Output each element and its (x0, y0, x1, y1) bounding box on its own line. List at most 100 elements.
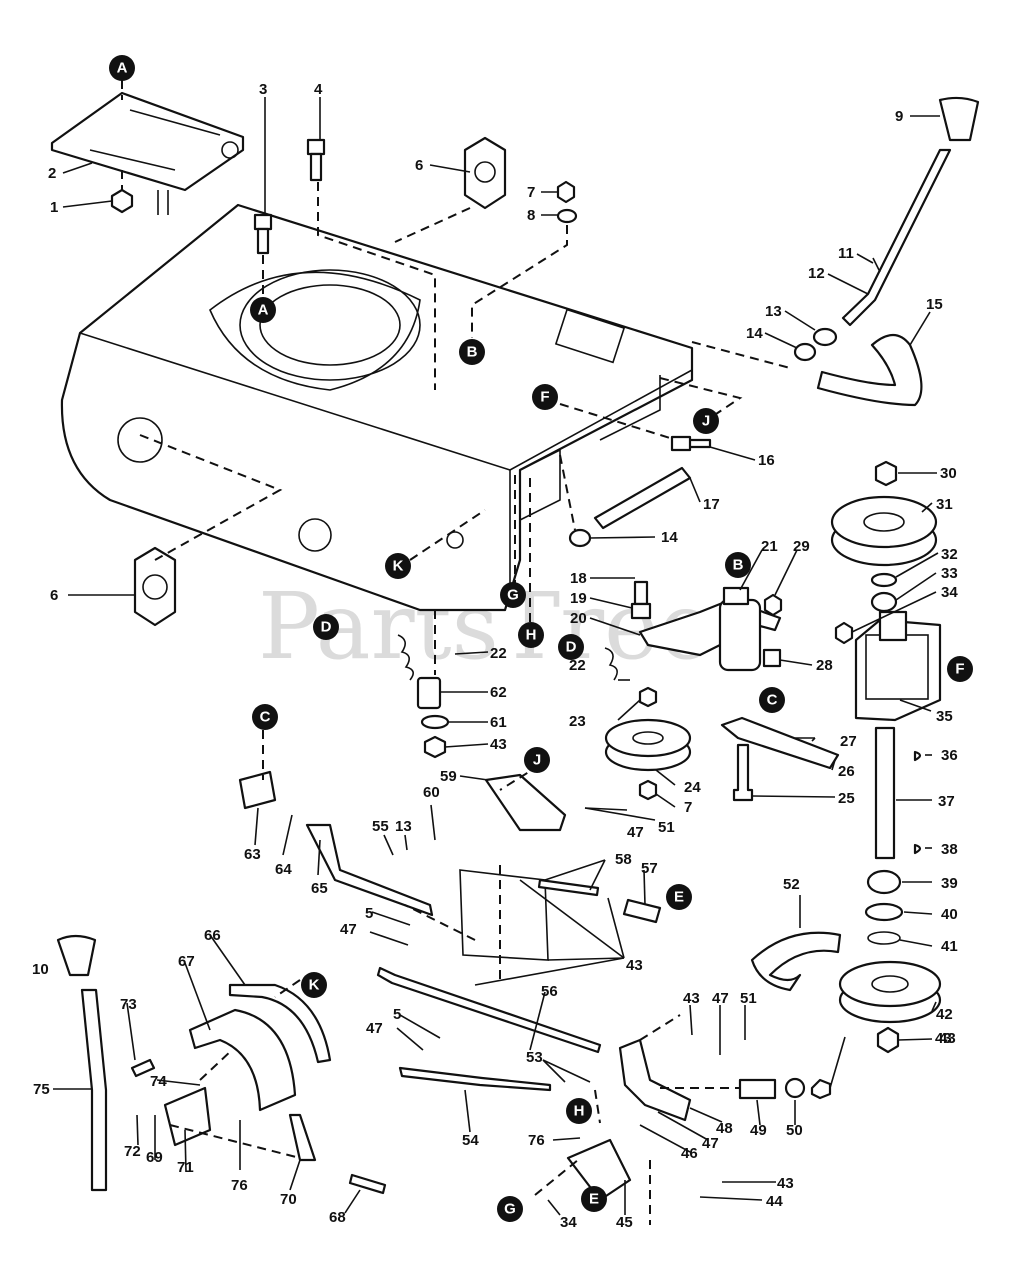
spring-70 (288, 1113, 317, 1162)
svg-text:60: 60 (423, 784, 440, 801)
bolt-73 (130, 1058, 156, 1078)
ref-badge-g-bottom: G (497, 1196, 523, 1222)
chassis-housing (60, 203, 694, 612)
valve-block (459, 869, 549, 961)
svg-text:34: 34 (560, 1214, 577, 1231)
washer-8 (556, 208, 578, 224)
nut-34 (834, 621, 854, 645)
svg-text:9: 9 (895, 108, 903, 125)
svg-text:75: 75 (33, 1081, 50, 1098)
svg-text:59: 59 (440, 768, 457, 785)
svg-text:21: 21 (761, 538, 778, 555)
ref-badge-k-housing: K (385, 553, 411, 579)
svg-text:52: 52 (783, 876, 800, 893)
ref-badge-f-housing: F (532, 384, 558, 410)
svg-text:45: 45 (616, 1214, 633, 1231)
svg-text:16: 16 (758, 452, 775, 469)
svg-text:E: E (589, 1191, 599, 1208)
spring-22-left (397, 634, 414, 681)
svg-text:13: 13 (395, 818, 412, 835)
svg-text:G: G (507, 587, 519, 604)
svg-text:22: 22 (569, 657, 586, 674)
brake-shoe-67 (188, 1008, 297, 1112)
svg-text:41: 41 (941, 938, 958, 955)
svg-text:62: 62 (490, 684, 507, 701)
rod-56 (376, 966, 602, 1054)
housing-35 (854, 610, 942, 722)
brake-band-66 (228, 983, 332, 1064)
ref-badge-c-bracket: C (759, 687, 785, 713)
pin-57 (622, 898, 662, 924)
svg-text:1: 1 (50, 199, 58, 216)
svg-text:34: 34 (941, 584, 958, 601)
bracket-45 (566, 1138, 632, 1202)
svg-text:47: 47 (702, 1135, 719, 1152)
svg-text:47: 47 (712, 990, 729, 1007)
svg-text:28: 28 (816, 657, 833, 674)
svg-text:73: 73 (120, 996, 137, 1013)
svg-text:6: 6 (415, 157, 423, 174)
knob-10 (56, 934, 97, 977)
svg-text:4: 4 (314, 81, 323, 98)
svg-text:24: 24 (684, 779, 701, 796)
svg-text:26: 26 (838, 763, 855, 780)
svg-text:46: 46 (681, 1145, 698, 1162)
svg-text:43: 43 (683, 990, 700, 1007)
svg-text:47: 47 (366, 1020, 383, 1037)
svg-text:40: 40 (941, 906, 958, 923)
svg-text:J: J (702, 413, 710, 430)
svg-text:K: K (309, 977, 320, 994)
pulley-24 (604, 686, 692, 801)
bearing-39 (866, 869, 902, 895)
svg-text:F: F (955, 661, 964, 678)
svg-text:6: 6 (50, 587, 58, 604)
rod-65 (305, 823, 434, 917)
svg-text:15: 15 (926, 296, 943, 313)
plate-59 (484, 773, 567, 832)
spring-49 (738, 1078, 777, 1100)
svg-text:71: 71 (177, 1159, 194, 1176)
svg-text:36: 36 (941, 747, 958, 764)
svg-text:35: 35 (936, 708, 953, 725)
washer-61 (420, 714, 450, 730)
nut-43-left (423, 735, 447, 759)
svg-text:J: J (533, 752, 541, 769)
bracket-48 (618, 1038, 692, 1122)
rod-54 (398, 1066, 552, 1092)
svg-text:68: 68 (329, 1209, 346, 1226)
svg-text:38: 38 (941, 841, 958, 858)
bracket-71 (163, 1086, 212, 1147)
bolt-68 (348, 1173, 387, 1195)
ref-badge-a-top: A (109, 55, 135, 81)
ref-badge-f-right: F (947, 656, 973, 682)
ref-badge-g-housing: G (500, 582, 526, 608)
bearing-33 (870, 591, 898, 613)
part-number-labels: 1 2 3 4 6 7 8 9 11 12 13 14 15 16 17 14 … (32, 81, 958, 1231)
svg-text:19: 19 (570, 590, 587, 607)
svg-text:48: 48 (716, 1120, 733, 1137)
ref-badge-c-left: C (252, 704, 278, 730)
svg-text:27: 27 (840, 733, 857, 750)
svg-text:43: 43 (777, 1175, 794, 1192)
stud-58 (537, 878, 600, 897)
svg-text:31: 31 (936, 496, 953, 513)
nut-43-right (810, 1078, 832, 1100)
lever-75 (80, 988, 108, 1192)
svg-text:47: 47 (340, 921, 357, 938)
svg-text:43: 43 (935, 1030, 952, 1047)
ref-badge-j-housing: J (693, 408, 719, 434)
belt-guide-52 (750, 931, 842, 992)
svg-text:47: 47 (627, 824, 644, 841)
svg-text:23: 23 (569, 713, 586, 730)
svg-text:C: C (260, 709, 271, 726)
svg-text:B: B (733, 557, 744, 574)
svg-text:11: 11 (838, 245, 854, 262)
washer-32 (870, 572, 898, 588)
flange-6-top (463, 136, 507, 210)
bolt-3 (253, 213, 273, 255)
dashed-connectors (121, 80, 791, 1225)
svg-text:72: 72 (124, 1143, 141, 1160)
svg-text:74: 74 (150, 1073, 167, 1090)
ref-badge-d-center: D (558, 634, 584, 660)
svg-text:61: 61 (490, 714, 507, 731)
